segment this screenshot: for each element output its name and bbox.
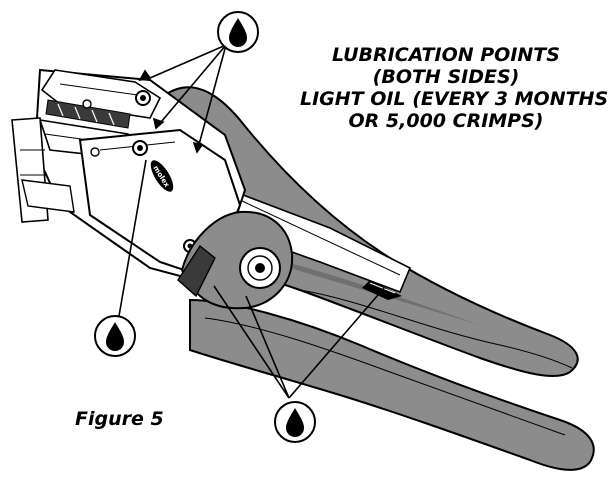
oil-drop-callout-top <box>217 11 259 53</box>
figure-label: Figure 5 <box>75 408 164 430</box>
instructions-line-2: (BOTH SIDES) <box>372 66 520 88</box>
instructions-line-4: OR 5,000 CRIMPS) <box>348 110 544 132</box>
oil-drop-callout-left <box>94 315 136 357</box>
instructions-line-1: LUBRICATION POINTS <box>332 44 560 66</box>
oil-drop-icon <box>286 408 304 437</box>
leader-lines <box>118 44 385 399</box>
lubrication-instructions: LUBRICATION POINTS (BOTH SIDES) LIGHT OI… <box>300 44 608 132</box>
instructions-line-3: LIGHT OIL (EVERY 3 MONTHS <box>300 88 608 110</box>
main-pivot-bolt <box>177 210 294 310</box>
upper-handle <box>163 86 579 378</box>
oil-drop-icon <box>106 322 124 351</box>
oil-drop-icon <box>229 18 247 47</box>
oil-drop-callout-bottom <box>274 401 316 443</box>
